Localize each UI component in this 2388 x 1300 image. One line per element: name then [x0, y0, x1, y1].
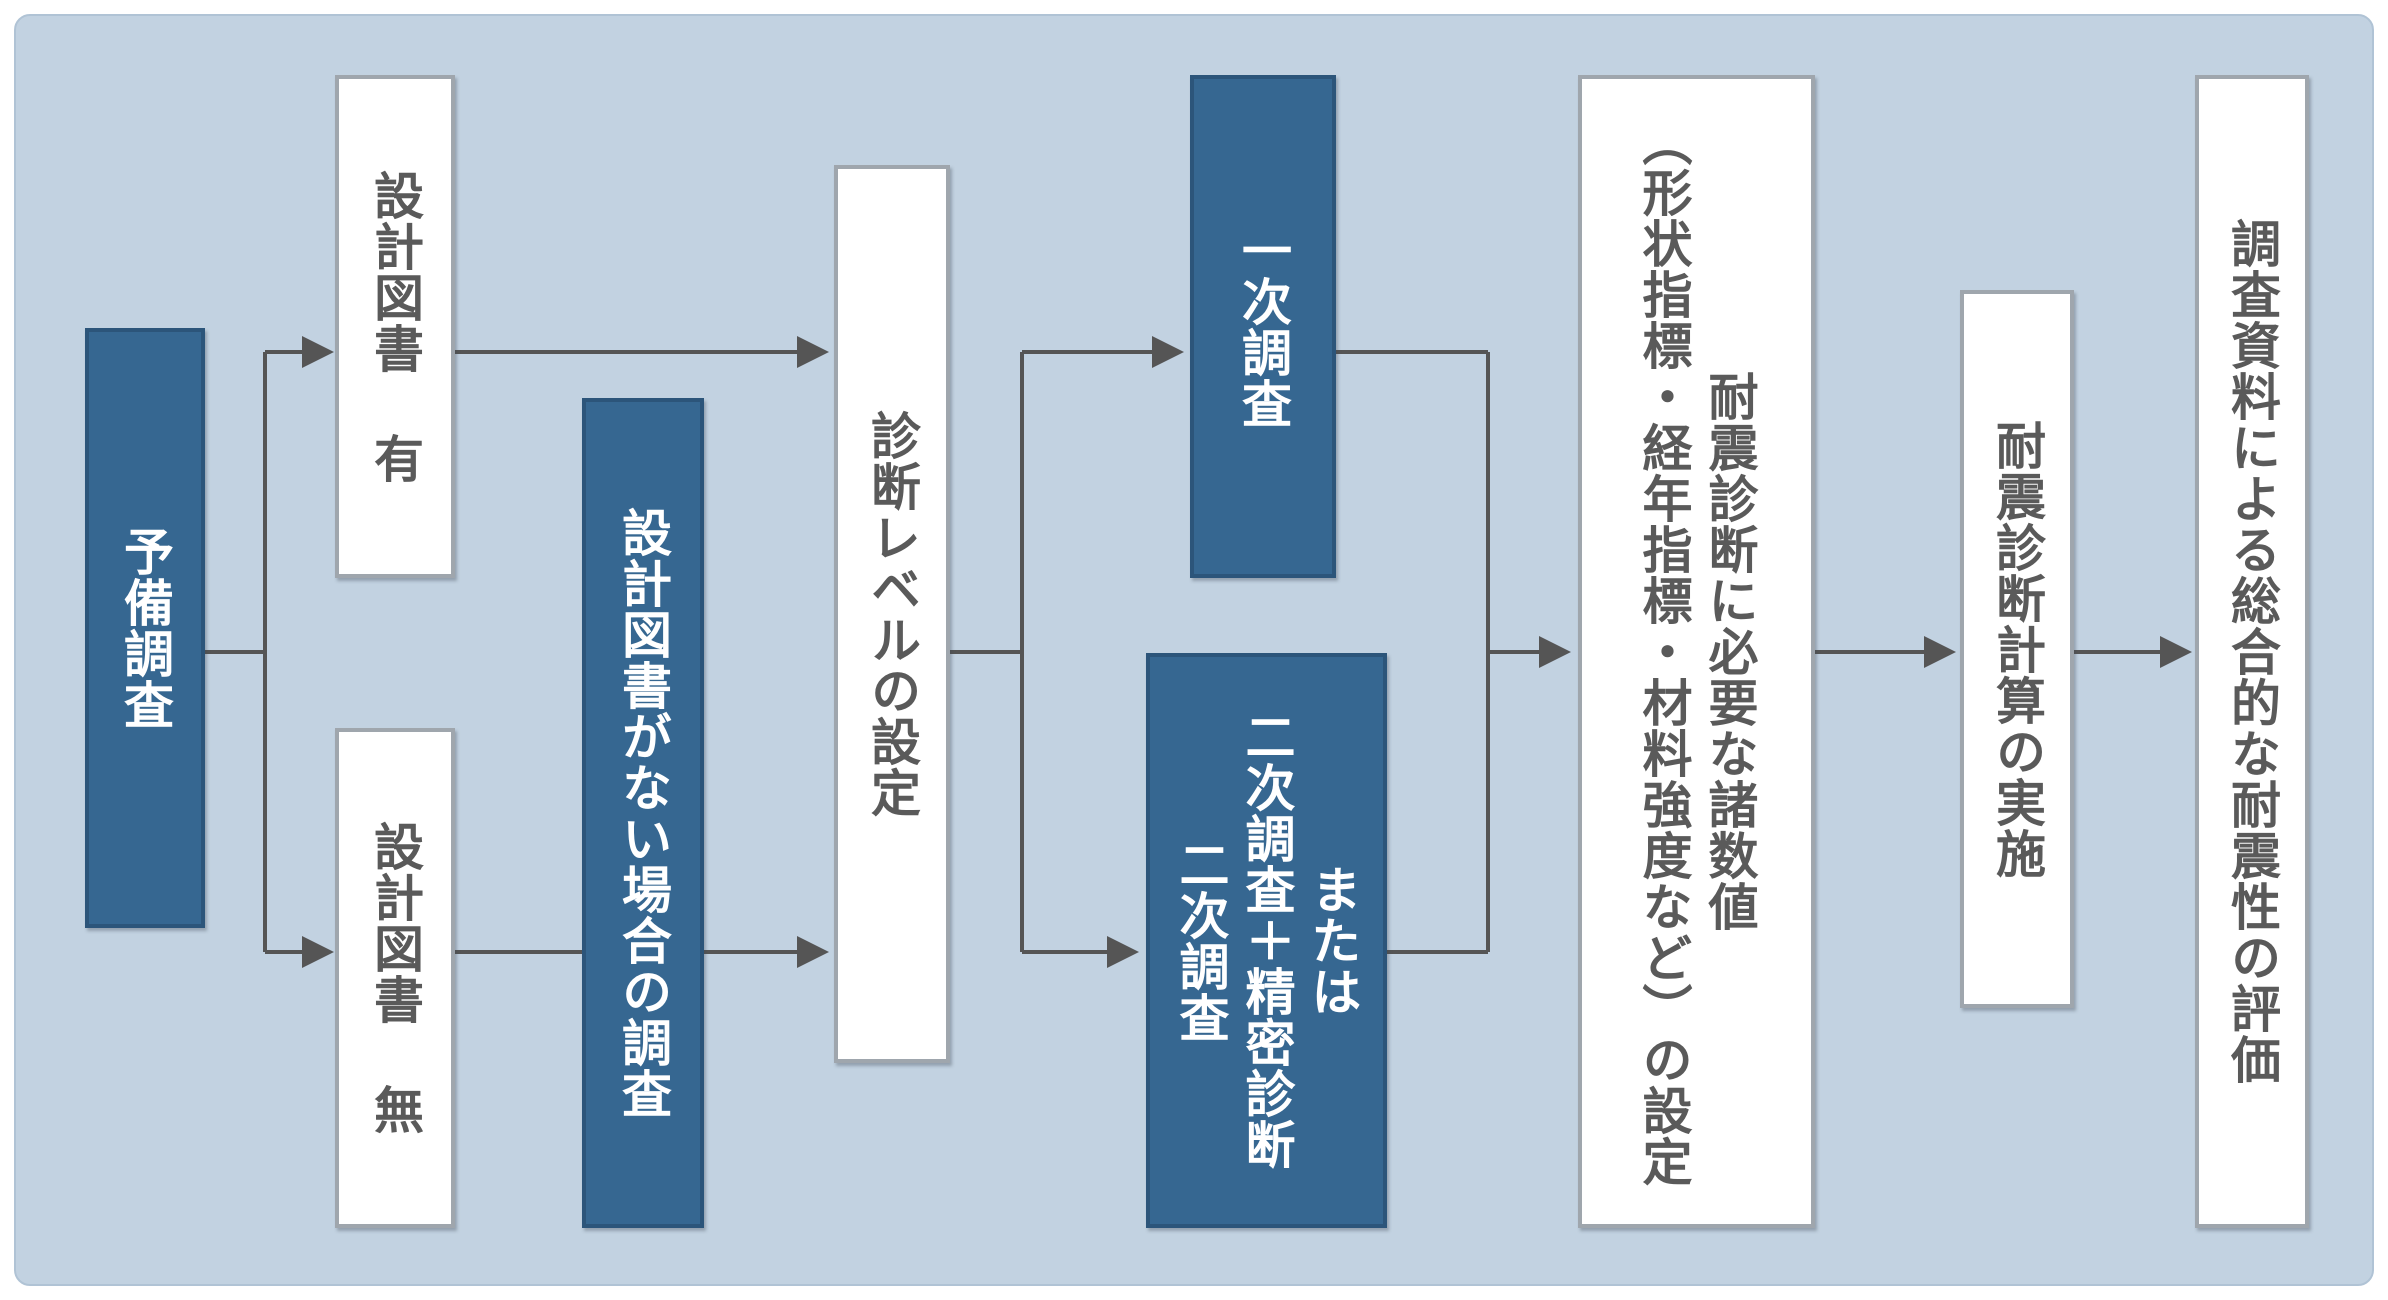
- box-diagnosis-level-setting: 診断レベルの設定: [834, 165, 950, 1063]
- box-secondary-survey-line3: または: [1303, 864, 1362, 1017]
- box-secondary-survey-line2: 二次調査＋精密診断: [1237, 711, 1296, 1170]
- box-no-drawings-survey-label: 設計図書がない場合の調査: [614, 507, 672, 1119]
- box-diagnosis-calculation-label: 耐震診断計算の実施: [1988, 419, 2046, 879]
- box-preliminary-survey-label: 予備調査: [116, 526, 174, 730]
- box-overall-evaluation: 調査資料による総合的な耐震性の評価: [2195, 75, 2309, 1228]
- box-drawings-available-label: 設計図書 有: [366, 169, 424, 484]
- box-drawings-unavailable-label: 設計図書 無: [366, 821, 424, 1135]
- box-overall-evaluation-label: 調査資料による総合的な耐震性の評価: [2223, 218, 2281, 1085]
- box-drawings-available: 設計図書 有: [335, 75, 455, 578]
- box-no-drawings-survey: 設計図書がない場合の調査: [582, 398, 704, 1228]
- box-seismic-indices: （形状指標・経年指標・材料強度など）の設定 耐震診断に必要な諸数値: [1578, 75, 1815, 1228]
- box-primary-survey: 一次調査: [1190, 75, 1336, 578]
- box-diagnosis-level-setting-label: 診断レベルの設定: [863, 410, 921, 818]
- box-preliminary-survey: 予備調査: [85, 328, 205, 928]
- box-diagnosis-calculation: 耐震診断計算の実施: [1960, 290, 2074, 1008]
- box-secondary-survey: 二次調査 二次調査＋精密診断 または: [1146, 653, 1387, 1228]
- box-drawings-unavailable: 設計図書 無: [335, 728, 455, 1228]
- box-secondary-survey-line1: 二次調査: [1171, 838, 1230, 1043]
- box-primary-survey-label: 一次調査: [1234, 224, 1292, 429]
- box-seismic-indices-line2: 耐震診断に必要な諸数値: [1700, 371, 1759, 932]
- box-seismic-indices-line1: （形状指標・経年指標・材料強度など）の設定: [1634, 116, 1693, 1187]
